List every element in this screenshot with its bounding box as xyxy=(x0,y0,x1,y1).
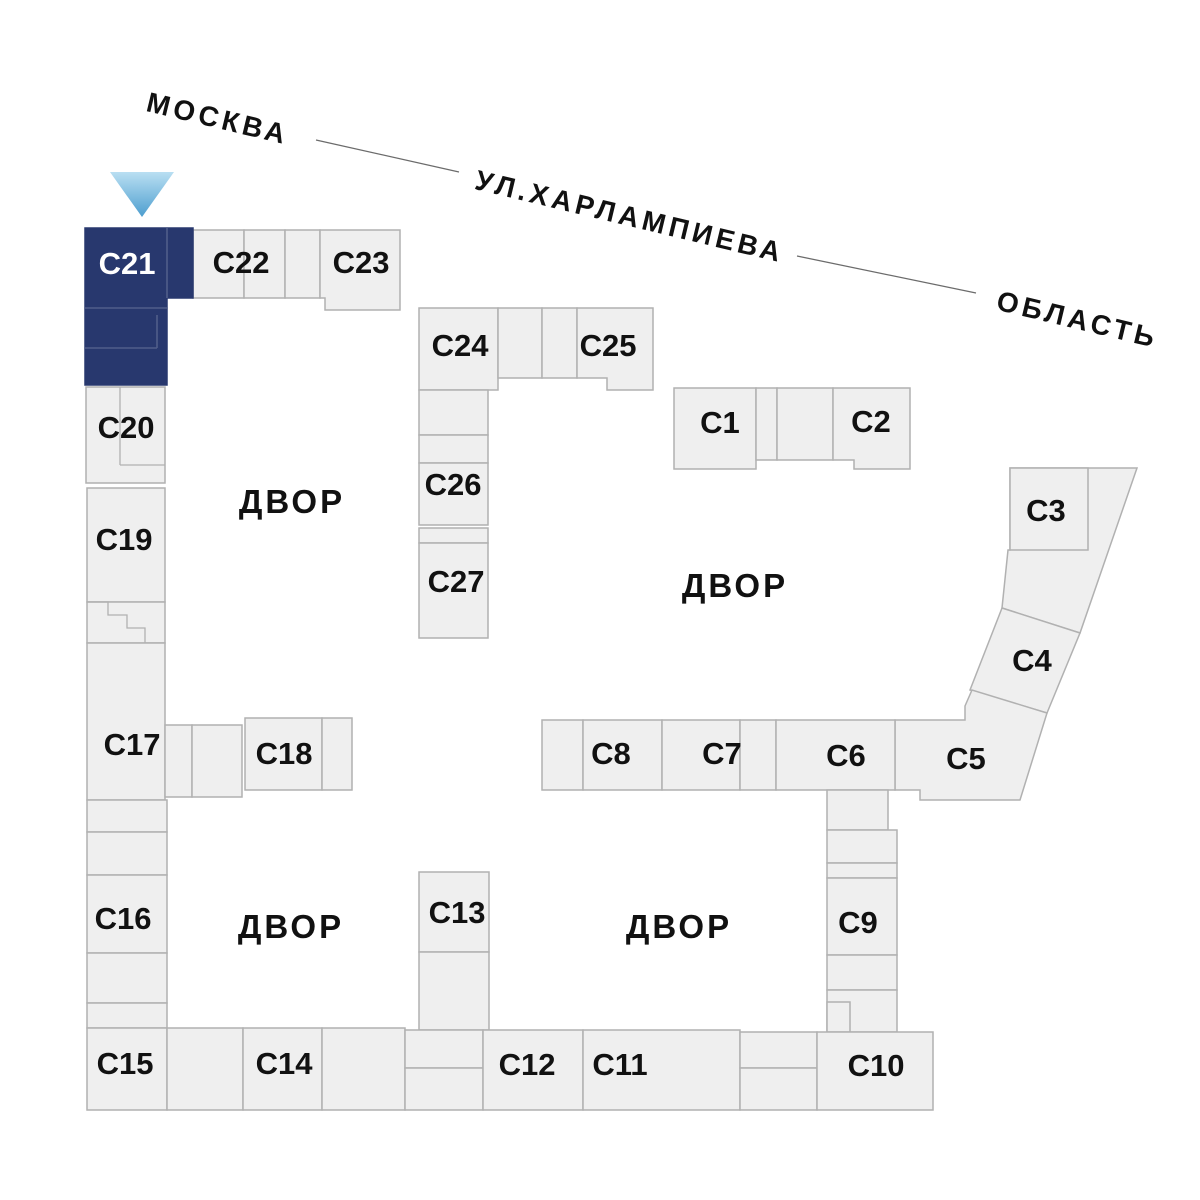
building-section xyxy=(191,724,243,798)
building-c27[interactable] xyxy=(418,542,489,639)
building-section xyxy=(86,1002,168,1029)
building-label-c8: С8 xyxy=(591,736,631,771)
building-section xyxy=(739,1031,818,1069)
building-label-c13: С13 xyxy=(429,895,486,930)
building-c10[interactable] xyxy=(816,1031,934,1111)
building-c8[interactable] xyxy=(582,719,663,791)
building-label-c20: С20 xyxy=(98,410,155,445)
courtyard-label: ДВОР xyxy=(239,483,345,520)
building-label-c14: С14 xyxy=(256,1046,314,1081)
building-section xyxy=(826,829,898,864)
building-c5[interactable] xyxy=(894,689,1048,801)
building-section xyxy=(541,307,578,379)
building-c3[interactable] xyxy=(1009,467,1089,551)
building-label-c17: С17 xyxy=(104,727,161,762)
building-section xyxy=(541,719,584,791)
building-label-c19: С19 xyxy=(96,522,153,557)
building-c18[interactable] xyxy=(244,717,323,791)
building-c19[interactable] xyxy=(86,487,166,603)
building-section xyxy=(86,831,168,876)
building-section xyxy=(739,719,777,791)
building-section xyxy=(164,724,193,798)
building-label-c18: С18 xyxy=(256,736,313,771)
building-section xyxy=(418,951,490,1031)
building-section xyxy=(826,954,898,991)
building-section xyxy=(826,789,889,831)
building-divider xyxy=(85,228,168,349)
building-label-c26: С26 xyxy=(425,467,482,502)
building-label-c22: С22 xyxy=(213,245,270,280)
building-c20[interactable] xyxy=(85,386,166,484)
building-section xyxy=(321,717,353,791)
building-c14[interactable] xyxy=(242,1027,323,1111)
building-label-c24: С24 xyxy=(432,328,490,363)
building-section xyxy=(497,307,543,379)
building-section xyxy=(86,952,168,1004)
direction-label-oblast: ОБЛАСТЬ xyxy=(994,285,1162,354)
courtyard-label: ДВОР xyxy=(682,567,788,604)
selected-building-arrow-icon xyxy=(110,172,174,217)
building-section xyxy=(418,434,489,464)
courtyard-label: ДВОР xyxy=(238,908,344,945)
building-label-c16: С16 xyxy=(95,901,152,936)
building-section xyxy=(321,1027,406,1111)
building-section xyxy=(404,1067,484,1111)
building-label-c2: С2 xyxy=(851,404,891,439)
building-section xyxy=(404,1029,484,1069)
building-label-c25: С25 xyxy=(580,328,637,363)
street-label-kharlampieva: УЛ.ХАРЛАМПИЕВА xyxy=(472,164,787,268)
building-section xyxy=(826,862,898,879)
building-label-c21: С21 xyxy=(99,246,156,281)
building-section xyxy=(776,387,834,461)
building-label-c15: С15 xyxy=(97,1046,154,1081)
street-line-right xyxy=(796,255,977,294)
building-section xyxy=(86,799,168,833)
building-label-c23: С23 xyxy=(333,245,390,280)
building-label-c12: С12 xyxy=(499,1047,556,1082)
building-section xyxy=(166,1027,244,1111)
building-section xyxy=(284,229,321,299)
building-c6[interactable] xyxy=(775,719,896,791)
building-label-c27: С27 xyxy=(428,564,485,599)
building-label-c3: С3 xyxy=(1026,493,1066,528)
building-divider xyxy=(119,387,165,466)
building-c23[interactable] xyxy=(319,229,401,311)
building-section xyxy=(826,1001,851,1033)
building-label-c11: С11 xyxy=(592,1047,647,1082)
building-steps xyxy=(87,601,165,644)
building-label-c5: С5 xyxy=(946,741,986,776)
building-section xyxy=(739,1067,818,1111)
building-label-c6: С6 xyxy=(826,738,866,773)
building-label-c9: С9 xyxy=(838,905,878,940)
building-c7[interactable] xyxy=(661,719,741,791)
building-c17[interactable] xyxy=(86,642,166,801)
courtyard-label: ДВОР xyxy=(626,908,732,945)
building-label-c7: С7 xyxy=(702,736,742,771)
building-c12[interactable] xyxy=(482,1029,584,1111)
building-c11[interactable] xyxy=(582,1029,741,1111)
building-section xyxy=(243,229,286,299)
building-section xyxy=(86,601,166,644)
building-section xyxy=(418,527,489,544)
building-label-c4: С4 xyxy=(1012,643,1052,678)
building-label-c1: С1 xyxy=(700,405,740,440)
building-c9[interactable] xyxy=(826,877,898,956)
street-line-left xyxy=(315,139,460,173)
direction-label-moscow: МОСКВА xyxy=(144,86,293,150)
building-c25[interactable] xyxy=(576,307,654,391)
building-section xyxy=(755,387,778,461)
building-c24[interactable] xyxy=(418,307,499,391)
building-c2[interactable] xyxy=(832,387,911,470)
building-label-c10: С10 xyxy=(848,1048,905,1083)
building-c26[interactable] xyxy=(418,462,489,526)
building-section xyxy=(418,389,489,436)
